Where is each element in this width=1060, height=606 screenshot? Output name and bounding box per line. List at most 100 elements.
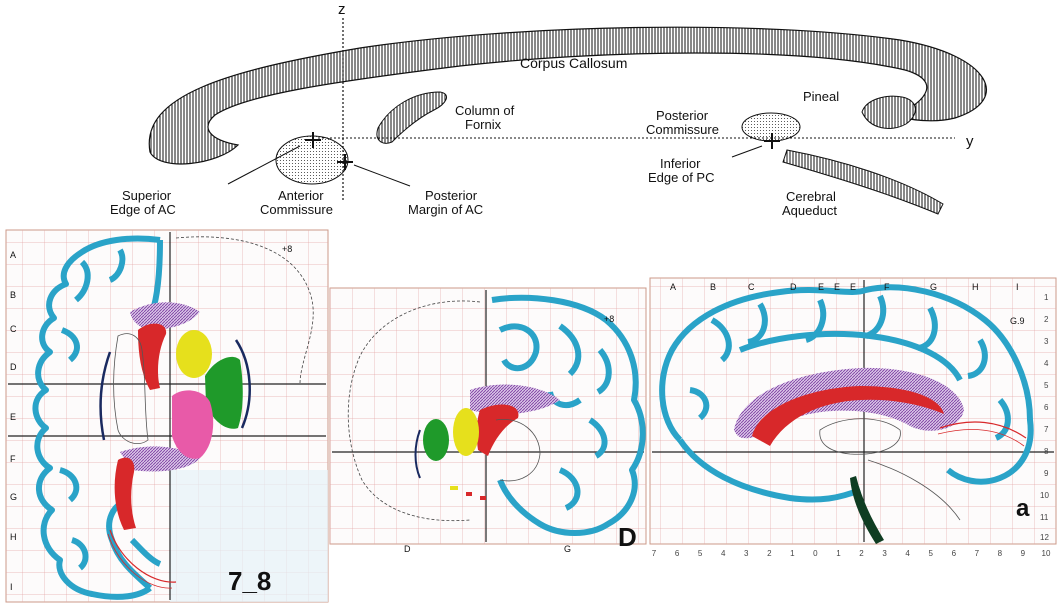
cerebral-aqueduct-label-2: Aqueduct xyxy=(782,203,837,218)
pineal-shape xyxy=(861,95,916,129)
sagittal-col-letter-11: I xyxy=(1016,282,1019,292)
inferior-edge-arrow xyxy=(731,145,763,158)
sagittal-row-num-7: 7 xyxy=(1044,425,1049,434)
sagittal-row-num-1: 1 xyxy=(1044,293,1049,302)
coronal-ventricle-outline xyxy=(495,418,541,482)
column-of-fornix-shape xyxy=(376,91,448,144)
sagittal-row-num-10: 10 xyxy=(1040,491,1049,500)
coronal-small-red-mark xyxy=(466,492,472,496)
inferior-edge-pc-cross-icon xyxy=(764,133,780,149)
axial-figure-label: 7_8 xyxy=(228,566,271,596)
posterior-margin-arrow xyxy=(353,164,411,187)
sagittal-col-letter-1: A xyxy=(670,282,676,292)
axial-ventricle-outline xyxy=(113,333,149,444)
sagittal-col-letter-2: B xyxy=(710,282,716,292)
sagittal-row-num-4: 4 xyxy=(1044,359,1049,368)
sagittal-col-letter-5: E xyxy=(818,282,824,292)
sagittal-bottom-number: 9 xyxy=(1021,549,1026,558)
axial-right-hemisphere-outline xyxy=(175,236,314,385)
inferior-edge-pc-label-2: Edge of PC xyxy=(648,170,715,185)
axial-row-letter-d: D xyxy=(10,362,17,372)
column-of-fornix-label-2: Fornix xyxy=(465,117,502,132)
coronal-capsule-line xyxy=(414,429,421,479)
sagittal-bottom-number: 4 xyxy=(721,549,726,558)
sagittal-top-tag: G.9 xyxy=(1010,316,1025,326)
superior-edge-ac-cross-icon xyxy=(305,132,321,148)
anterior-commissure-label-1: Anterior xyxy=(278,188,324,203)
sagittal-bottom-number: 1 xyxy=(836,549,841,558)
posterior-margin-ac-cross-icon xyxy=(337,154,353,170)
axial-row-letter-f: F xyxy=(10,454,16,464)
axial-cortex-outline xyxy=(32,235,161,600)
coronal-small-yellow-mark xyxy=(450,486,458,490)
sagittal-atlas-panel: A B C D E E E F G H I 1 2 3 4 5 6 7 8 9 … xyxy=(649,277,1057,558)
column-of-fornix-label-1: Column of xyxy=(455,103,515,118)
posterior-commissure-label-2: Commissure xyxy=(646,122,719,137)
axial-red-fibers xyxy=(109,529,177,583)
axial-row-letter-e: E xyxy=(10,412,16,422)
sagittal-bottom-number: 7 xyxy=(975,549,980,558)
sagittal-schematic: z y Corpus Callosum Column of Fornix Pin… xyxy=(110,1,987,218)
sagittal-bottom-number: 10 xyxy=(1042,549,1051,558)
coronal-left-hemisphere-outline xyxy=(347,300,481,522)
superior-edge-arrow xyxy=(227,145,301,185)
sagittal-col-letter-3: C xyxy=(748,282,755,292)
axial-purple-region-upper xyxy=(130,302,200,330)
coronal-figure-label: D xyxy=(618,522,637,552)
sagittal-red-fibers xyxy=(939,421,1027,439)
sagittal-bottom-number: 6 xyxy=(952,549,957,558)
axial-row-letter-a: A xyxy=(10,250,16,260)
sagittal-col-letter-8: F xyxy=(884,282,890,292)
posterior-commissure-label-1: Posterior xyxy=(656,108,709,123)
sagittal-bottom-number: 7 xyxy=(652,549,657,558)
anterior-commissure-label-2: Commissure xyxy=(260,202,333,217)
axial-red-structure-upper xyxy=(138,323,167,390)
coronal-atlas-panel: +8 D G D xyxy=(329,287,647,554)
sagittal-col-letter-9: G xyxy=(930,282,937,292)
sagittal-row-num-5: 5 xyxy=(1044,381,1049,390)
posterior-margin-ac-label-2: Margin of AC xyxy=(408,202,483,217)
coronal-red-structure xyxy=(476,404,519,456)
axial-green-structure xyxy=(205,356,243,429)
sagittal-row-num-11: 11 xyxy=(1040,513,1049,522)
sagittal-bottom-number: 0 xyxy=(813,549,818,558)
corpus-callosum-label: Corpus Callosum xyxy=(520,55,627,71)
sagittal-col-letter-4: D xyxy=(790,282,797,292)
sagittal-col-letter-10: H xyxy=(972,282,979,292)
pineal-label: Pineal xyxy=(803,89,839,104)
coronal-green-structure xyxy=(423,419,449,461)
sagittal-bottom-number: 2 xyxy=(767,549,772,558)
sagittal-bottom-number: 4 xyxy=(905,549,910,558)
sagittal-row-num-3: 3 xyxy=(1044,337,1049,346)
axial-row-letter-h: H xyxy=(10,532,17,542)
axial-yellow-structure xyxy=(176,330,212,378)
sagittal-cortex-outline xyxy=(659,284,1034,485)
sagittal-row-num-12: 12 xyxy=(1040,533,1049,542)
coronal-bottom-letter-g: G xyxy=(564,544,571,554)
inferior-edge-pc-label-1: Inferior xyxy=(660,156,701,171)
axial-external-capsule-line xyxy=(234,339,251,429)
coronal-top-tag: +8 xyxy=(604,314,614,324)
axial-top-tag: +8 xyxy=(282,244,292,254)
sagittal-row-num-6: 6 xyxy=(1044,403,1049,412)
sagittal-col-letter-7: E xyxy=(850,282,856,292)
sagittal-figure-label: a xyxy=(1016,495,1030,522)
coronal-bottom-letter-d: D xyxy=(404,544,411,554)
sagittal-row-num-9: 9 xyxy=(1044,469,1049,478)
sagittal-red-corpus-callosum xyxy=(752,386,944,446)
z-axis-label: z xyxy=(338,1,346,18)
superior-edge-ac-label-2: Edge of AC xyxy=(110,202,176,217)
axial-red-structure-lower xyxy=(114,457,136,530)
cerebral-aqueduct-label-1: Cerebral xyxy=(786,189,836,204)
sagittal-row-num-2: 2 xyxy=(1044,315,1049,324)
sagittal-bottom-number: 5 xyxy=(698,549,703,558)
axial-row-letter-c: C xyxy=(10,324,17,334)
sagittal-bottom-number: 6 xyxy=(675,549,680,558)
sagittal-bottom-number: 8 xyxy=(998,549,1003,558)
sagittal-col-letter-6: E xyxy=(834,282,840,292)
sagittal-row-num-8: 8 xyxy=(1044,447,1049,456)
superior-edge-ac-label-1: Superior xyxy=(122,188,172,203)
sagittal-bottom-number: 5 xyxy=(928,549,933,558)
sagittal-brainstem-dark xyxy=(850,476,884,544)
